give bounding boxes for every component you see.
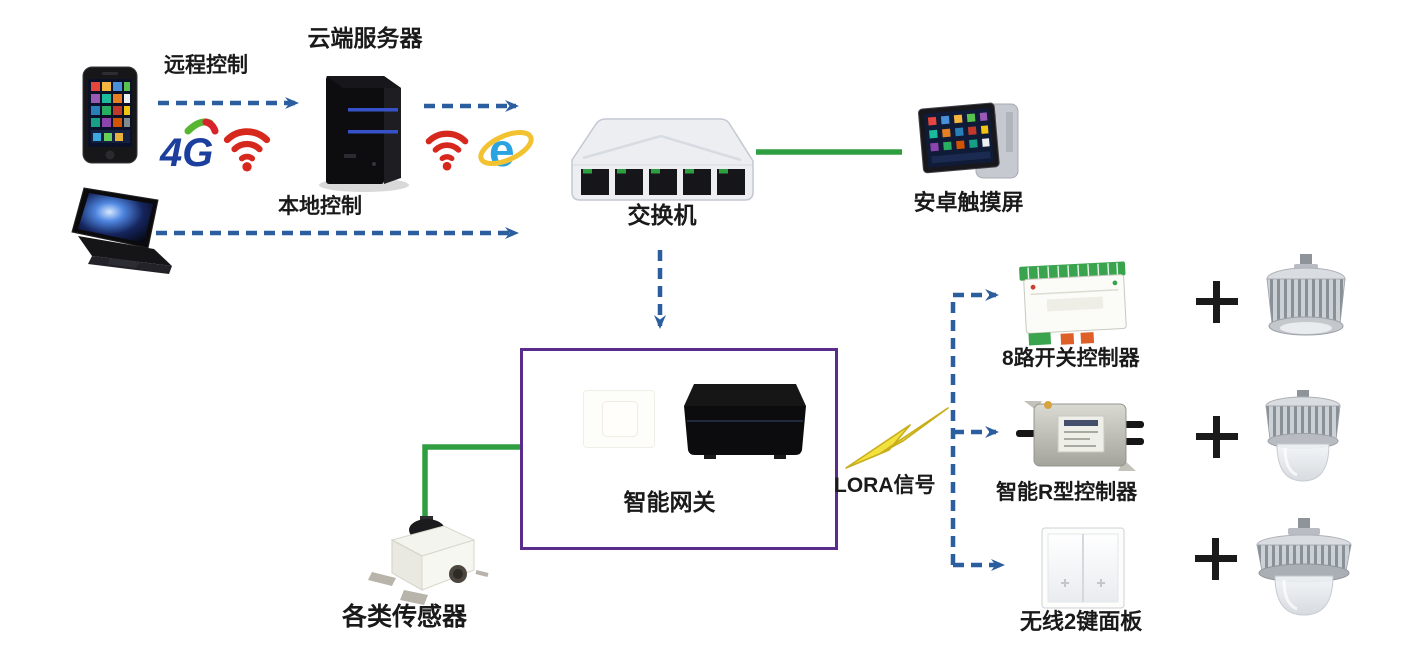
plus-icon: [1196, 281, 1238, 323]
label-lora-signal: LORA信号: [834, 474, 936, 497]
lamp-dome-3: [1256, 518, 1352, 616]
label-sensors: 各类传感器: [342, 603, 468, 631]
ie-browser-icon: e: [478, 124, 534, 176]
smart-gateway-box: [520, 348, 838, 550]
lora-bus-vertical-and-top: [950, 289, 999, 565]
4g-text: 4G: [159, 131, 213, 172]
label-controller-8ch: 8路开关控制器: [1002, 347, 1140, 370]
label-remote-control: 远程控制: [164, 54, 248, 77]
laptop: [71, 187, 172, 274]
label-wireless-panel: 无线2键面板: [1020, 609, 1143, 634]
controller-8ch-device: [1019, 261, 1127, 346]
label-cloud-server: 云端服务器: [307, 25, 423, 51]
android-touchscreen: [918, 102, 1019, 179]
plus-icon: [1195, 538, 1237, 580]
label-controller-r: 智能R型控制器: [996, 481, 1138, 504]
lamp-dome-2: [1265, 390, 1341, 482]
cable-gateway-to-sensor: [422, 444, 521, 516]
sensor-device: [368, 516, 489, 605]
ethernet-switch: [571, 118, 754, 201]
lightning-icon: [845, 407, 949, 469]
controller-r-device: [1016, 401, 1144, 471]
wifi-icon: [425, 130, 469, 171]
gateway-device: [684, 384, 806, 459]
cloud-server: [319, 76, 409, 192]
label-switch: 交换机: [627, 202, 697, 228]
label-android-touchscreen: 安卓触摸屏: [913, 190, 1024, 215]
plus-icon: [1196, 416, 1238, 458]
label-local-control: 本地控制: [278, 195, 362, 218]
wifi-icon: [223, 128, 271, 172]
lamp-highbay-1: [1266, 254, 1346, 336]
label-smart-gateway: 智能网关: [623, 489, 716, 515]
smartphone: [82, 66, 138, 164]
gateway-white-module: [583, 390, 655, 448]
4g-icon: 4G: [159, 118, 219, 172]
wireless-panel-device: [1041, 527, 1125, 609]
